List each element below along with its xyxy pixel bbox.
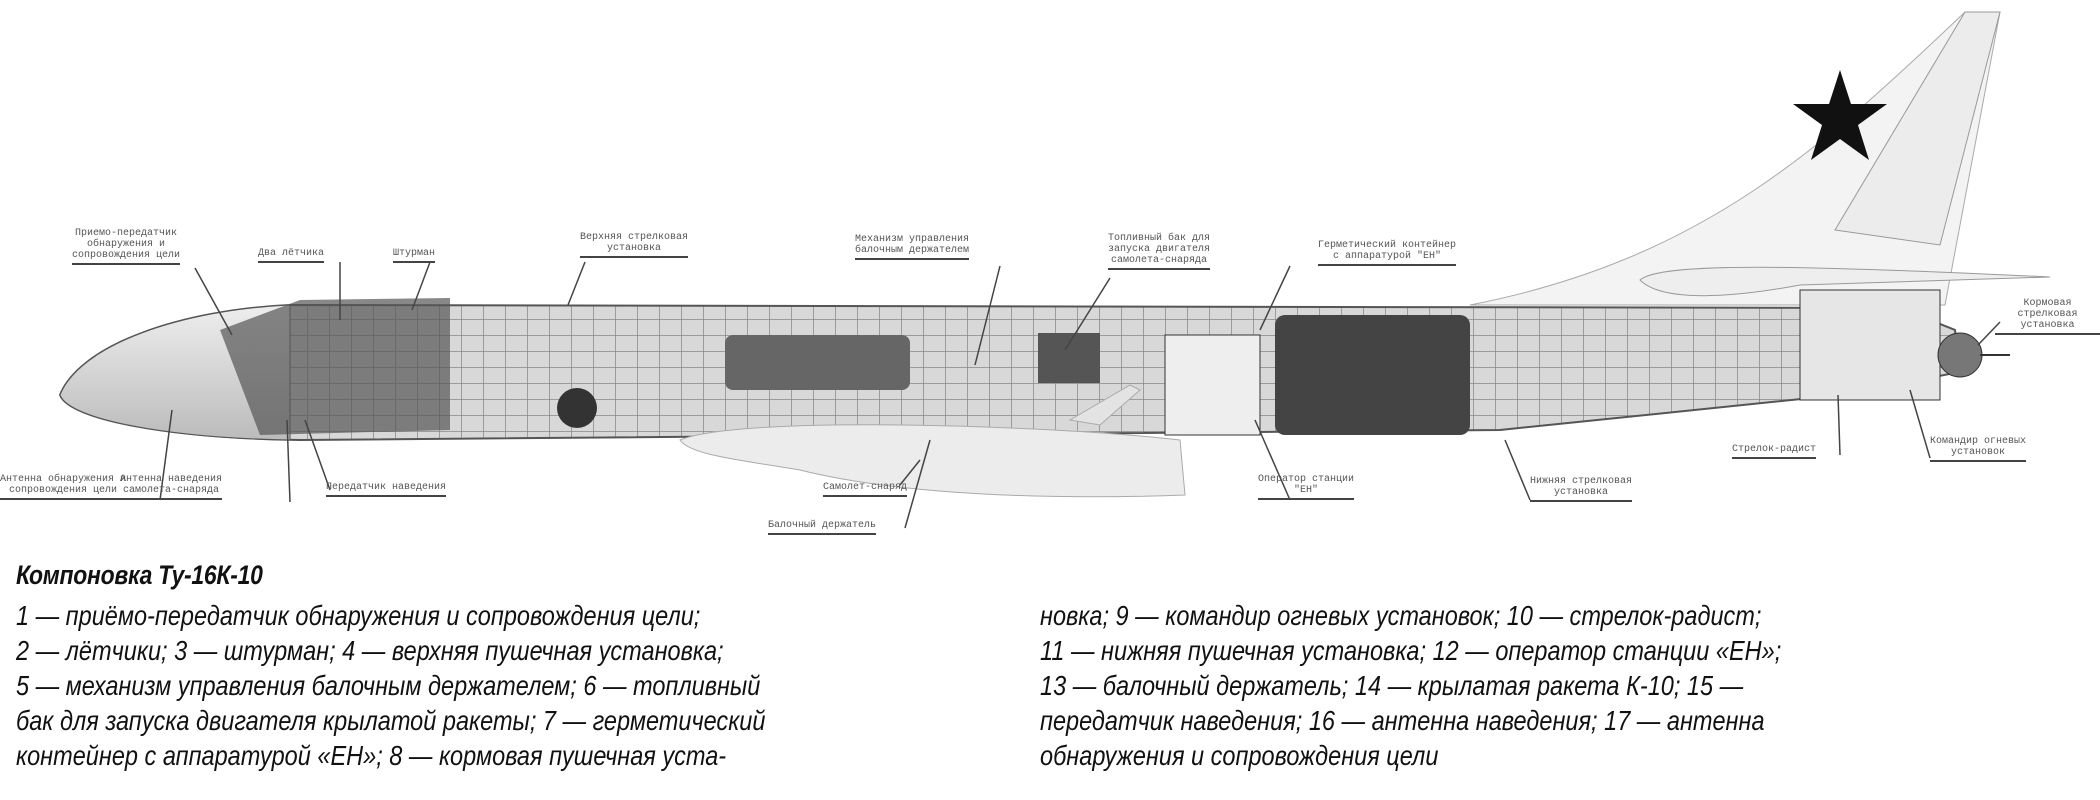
tail-turret bbox=[1937, 332, 1983, 378]
label-gunner-radio: Стрелок-радист bbox=[1732, 444, 1817, 459]
bomb-bay-tank bbox=[725, 335, 910, 390]
k10-missile bbox=[679, 424, 1186, 498]
label-beam-carrier: Балочный держатель bbox=[768, 520, 877, 535]
caption-line: передатчик наведения; 16 — антенна навед… bbox=[1040, 705, 1765, 736]
tail-cabin bbox=[1799, 289, 1941, 401]
caption-title: Компоновка Ту-16К-10 bbox=[16, 560, 263, 590]
caption-line: 2 — лётчики; 3 — штурман; 4 — верхняя пу… bbox=[16, 635, 724, 666]
caption-line: 1 — приёмо-передатчик обнаружения и сопр… bbox=[16, 600, 701, 631]
caption-right-column: новка; 9 — командир огневых установок; 1… bbox=[1040, 598, 2100, 773]
label-tail-turret: Кормовая стрелковая установка bbox=[1995, 298, 2100, 335]
label-transceiver: Приемо-передатчик обнаружения и сопровож… bbox=[72, 228, 181, 265]
en-container bbox=[1275, 315, 1470, 435]
label-pilots: Два лётчика bbox=[258, 248, 325, 263]
caption-line: 11 — нижняя пушечная установка; 12 — опе… bbox=[1040, 635, 1782, 666]
label-lower-turret: Нижняя стрелковая установка bbox=[1530, 476, 1633, 502]
caption-left-column: 1 — приёмо-передатчик обнаружения и сопр… bbox=[16, 598, 1166, 773]
caption-line: 13 — балочный держатель; 14 — крылатая р… bbox=[1040, 670, 1744, 701]
label-carrier-mechanism: Механизм управления балочным держателем bbox=[855, 234, 970, 260]
label-guidance-antenna: Антенна наведения самолета-снаряда bbox=[120, 474, 223, 500]
landing-gear-wheel bbox=[557, 388, 597, 428]
caption-line: контейнер с аппаратурой «ЕН»; 8 — кормов… bbox=[16, 740, 727, 771]
label-navigator: Штурман bbox=[393, 248, 436, 263]
rudder bbox=[1834, 11, 2001, 246]
label-upper-turret: Верхняя стрелковая установка bbox=[580, 232, 689, 258]
label-sealed-container: Герметический контейнер с аппаратурой "Е… bbox=[1318, 240, 1457, 266]
label-fuel-tank: Топливный бак для запуска двигателя само… bbox=[1108, 233, 1211, 270]
caption-line: обнаружения и сопровождения цели bbox=[1040, 740, 1439, 771]
cockpit bbox=[220, 298, 450, 435]
operator-cabin bbox=[1164, 334, 1261, 436]
label-guidance-transmitter: Передатчик наведения bbox=[326, 482, 447, 497]
label-en-operator: Оператор станции "ЕН" bbox=[1258, 474, 1355, 500]
label-missile: Самолет-снаряд bbox=[823, 482, 908, 497]
caption-line: 5 — механизм управления балочным держате… bbox=[16, 670, 761, 701]
label-detection-antenna: Антенна обнаружения и сопровождения цели bbox=[0, 474, 127, 500]
fuel-tank bbox=[1038, 333, 1100, 383]
caption-line: бак для запуска двигателя крылатой ракет… bbox=[16, 705, 766, 736]
caption-line: новка; 9 — командир огневых установок; 1… bbox=[1040, 600, 1762, 631]
red-star-emblem bbox=[1793, 70, 1887, 160]
horizontal-stabilizer bbox=[1639, 266, 2051, 297]
aircraft-cutaway-drawing bbox=[58, 11, 2051, 529]
label-fire-commander: Командир огневых установок bbox=[1930, 436, 2027, 462]
